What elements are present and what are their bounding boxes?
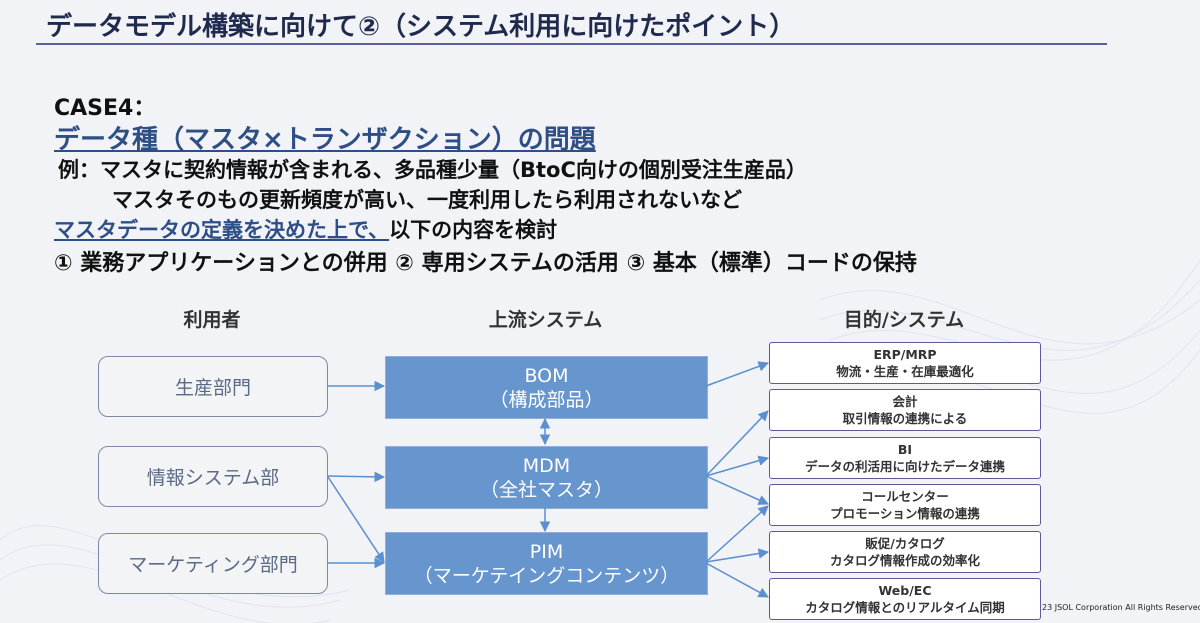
- system-name: BOM: [524, 364, 569, 387]
- target-desc: 取引情報の連携による: [842, 411, 968, 426]
- target-bi: BI データの利活用に向けたデータ連携: [769, 437, 1041, 479]
- user-it-dept: 情報システム部: [98, 446, 328, 507]
- target-name: BI: [897, 442, 913, 457]
- target-desc: カタログ情報とのリアルタイム同期: [805, 600, 1005, 615]
- problem-heading: データ種（マスタ×トランザクション）の問題: [54, 125, 596, 155]
- review-highlight: マスタデータの定義を決めた上で、: [54, 218, 390, 242]
- target-desc: カタログ情報作成の効率化: [829, 553, 980, 568]
- arrow-pim-callcenter: [705, 505, 769, 563]
- system-mdm: MDM（全社マスタ）: [385, 446, 708, 509]
- system-sub: （マーケテイングコンテンツ）: [413, 564, 680, 587]
- review-rest: 以下の内容を検討: [389, 218, 558, 242]
- slide-title: データモデル構築に向けて②（システム利用に向けたポイント）: [46, 12, 796, 42]
- case-label: CASE4：: [54, 96, 156, 121]
- arrow-bom-erp: [705, 361, 769, 387]
- target-desc: データの利活用に向けたデータ連携: [804, 459, 1005, 474]
- system-pim: PIM（マーケテイングコンテンツ）: [385, 532, 708, 595]
- system-name: PIM: [529, 540, 564, 563]
- arrow-it-mdm: [327, 471, 386, 483]
- system-bom: BOM（構成部品）: [385, 356, 708, 419]
- arrow-mdm-bi: [705, 455, 770, 477]
- points-line: ① 業務アプリケーションとの併用 ② 専用システムの活用 ③ 基本（標準）コード…: [54, 251, 917, 276]
- header-upstream: 上流システム: [488, 309, 603, 331]
- example-line-1: 例：マスタに契約情報が含まれる、多品種少量（BtoC向けの個別受注生産品）: [58, 158, 807, 182]
- copyright: 23 JSOL Corporation All Rights Reserved.: [1042, 603, 1200, 612]
- target-erp: ERP/MRP 物流・生産・在庫最適化: [769, 342, 1041, 384]
- arrow-it-pim: [327, 476, 385, 563]
- target-desc: プロモーション情報の連携: [830, 506, 980, 521]
- user-marketing: マーケティング部門: [98, 533, 328, 594]
- arrow-pim-catalog: [705, 548, 770, 563]
- target-name: 販促/カタログ: [865, 536, 945, 551]
- target-name: 会計: [892, 394, 918, 409]
- target-name: ERP/MRP: [873, 347, 937, 362]
- target-desc: 物流・生産・在庫最適化: [836, 364, 974, 379]
- title-divider: [36, 43, 1107, 45]
- header-purpose: 目的/システム: [843, 309, 965, 331]
- review-line: マスタデータの定義を決めた上で、以下の内容を検討: [54, 214, 557, 244]
- user-production: 生産部門: [98, 356, 328, 417]
- header-users: 利用者: [183, 309, 241, 331]
- target-name: コールセンター: [861, 489, 949, 504]
- target-catalog: 販促/カタログカタログ情報作成の効率化: [769, 531, 1041, 573]
- system-sub: （全社マスタ）: [479, 478, 613, 501]
- system-name: MDM: [522, 454, 571, 477]
- target-accounting: 会計取引情報の連携による: [769, 389, 1041, 431]
- example-line-2: マスタそのもの更新頻度が高い、一度利用したら利用されないなど: [112, 188, 742, 212]
- arrow-mdm-accounting: [705, 410, 769, 477]
- arrow-pim-webec: [705, 562, 769, 598]
- target-web-ec: Web/EC カタログ情報とのリアルタイム同期: [769, 578, 1041, 620]
- target-call-center: コールセンタープロモーション情報の連携: [769, 484, 1041, 526]
- target-name: Web/EC: [878, 583, 932, 598]
- system-sub: （構成部品）: [489, 388, 604, 411]
- arrow-mdm-callcenter: [705, 475, 769, 505]
